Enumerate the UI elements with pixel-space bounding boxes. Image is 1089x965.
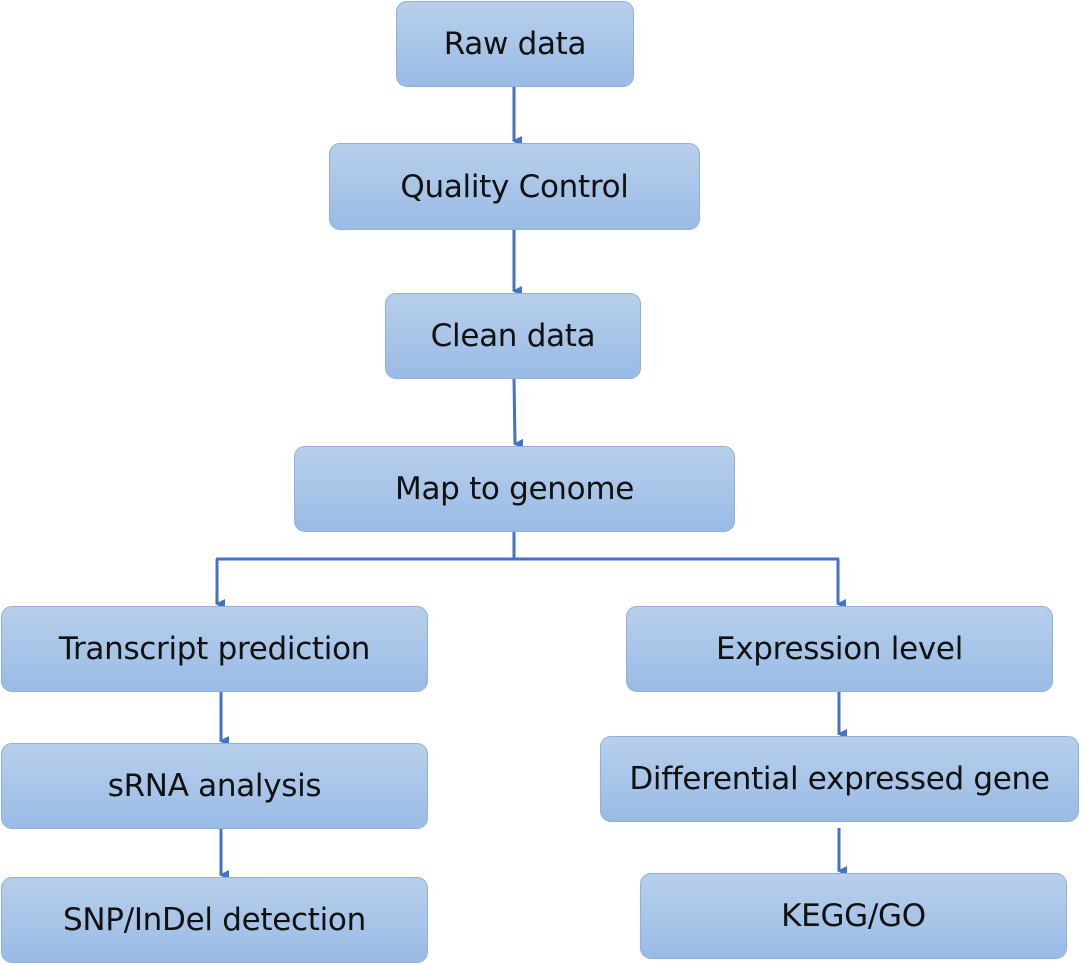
- node-quality-control: Quality Control: [329, 143, 700, 230]
- node-clean-data: Clean data: [385, 293, 641, 379]
- node-kegg-go: KEGG/GO: [640, 873, 1067, 959]
- node-expression-level: Expression level: [626, 606, 1053, 692]
- node-raw-data: Raw data: [396, 1, 634, 87]
- arrow-clean-to-map: [512, 377, 524, 449]
- node-srna-analysis: sRNA analysis: [1, 743, 428, 829]
- node-differential-expressed-gene: Differential expressed gene: [600, 736, 1079, 822]
- node-snp-indel-detection: SNP/InDel detection: [1, 877, 428, 963]
- node-map-to-genome: Map to genome: [294, 446, 735, 532]
- node-transcript-prediction: Transcript prediction: [1, 606, 428, 692]
